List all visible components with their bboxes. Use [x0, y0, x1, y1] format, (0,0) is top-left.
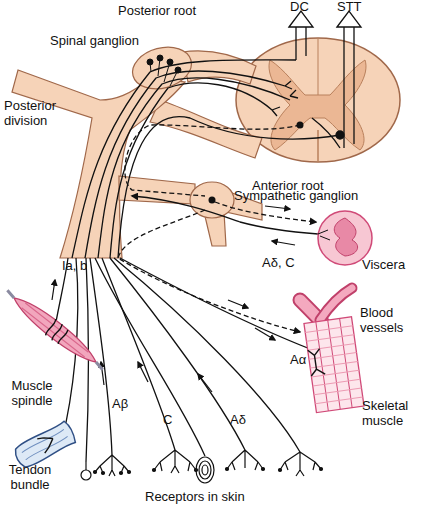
- label-text: Posterior root: [118, 3, 196, 18]
- skin-receptors: [320, 468, 323, 471]
- label-text: Aδ: [230, 412, 246, 427]
- tract-arrows: [295, 26, 296, 60]
- skin-receptors: [196, 457, 214, 483]
- label-text: Aβ: [112, 396, 128, 411]
- skin-receptors: [279, 469, 282, 472]
- label-text: DC: [290, 0, 309, 14]
- skin-receptors: [85, 462, 86, 470]
- label-text: Tendon bundle: [0, 462, 60, 492]
- skeletal-muscle: [304, 317, 364, 413]
- skin-receptors: [202, 465, 208, 475]
- direction-arrows: [272, 241, 295, 245]
- skin-receptors: [195, 469, 198, 472]
- skin-receptors: [81, 450, 323, 483]
- nerve-fibers: [336, 131, 344, 139]
- ganglion-cells: [158, 58, 160, 76]
- label-text: Muscle spindle: [0, 378, 64, 408]
- nerve-fibers: [98, 78, 290, 258]
- muscle-spindle: [44, 319, 69, 344]
- label-text: Blood vessels: [360, 305, 416, 335]
- muscle-spindle: [22, 303, 89, 357]
- autonomic-fibers: [118, 125, 316, 332]
- tendon-bundle: [37, 432, 57, 453]
- tract-arrows: [305, 26, 306, 56]
- tract-arrows: [312, 118, 340, 148]
- skin-receptors: [81, 470, 91, 480]
- viscera-organ: [318, 230, 330, 240]
- direction-arrows: [52, 206, 295, 392]
- ganglion-cells: [147, 55, 181, 86]
- label-text: Spinal ganglion: [50, 33, 139, 48]
- nerve-fibers: [272, 81, 298, 116]
- tendon-bundle: [21, 429, 68, 459]
- muscle-spindle: [5, 290, 105, 369]
- label-text: Receptors in skin: [145, 489, 245, 504]
- peripheral-fibers: [114, 258, 300, 452]
- tract-arrows: [289, 11, 361, 148]
- skin-receptors: [94, 468, 323, 475]
- ganglion-cells: [170, 70, 178, 86]
- peripheral-fibers: [110, 258, 245, 450]
- muscle-spindle: [0, 285, 109, 376]
- label-text: Ia, b: [62, 258, 87, 273]
- label-text: Aδ, C: [262, 255, 295, 270]
- skin-receptors: [153, 469, 156, 472]
- direction-arrows: [255, 328, 275, 340]
- skin-receptors: [154, 450, 196, 473]
- direction-arrows: [138, 362, 148, 382]
- nerve-fibers: [110, 83, 272, 258]
- muscle-spindle: [9, 291, 101, 368]
- skin-receptors: [226, 468, 229, 471]
- sympathetic-ganglion: [119, 176, 262, 246]
- viscera-organ: [318, 211, 372, 265]
- ganglion-cells: [150, 62, 151, 72]
- blood-vessels: [320, 288, 352, 320]
- skin-receptors: [95, 455, 129, 476]
- skin-receptors: [199, 461, 211, 479]
- peripheral-fibers: [120, 258, 318, 352]
- skin-receptors: [280, 452, 321, 476]
- skeletal-muscle: [305, 326, 363, 404]
- peripheral-fibers: [102, 258, 175, 450]
- autonomic-cells: [297, 122, 304, 129]
- skin-receptors: [102, 472, 105, 475]
- direction-arrows: [228, 300, 248, 308]
- tract-arrows: [353, 26, 354, 144]
- direction-arrows: [101, 362, 104, 385]
- skin-receptors: [94, 471, 97, 474]
- blood-vessels: [320, 288, 352, 320]
- label-text: Posterior division: [4, 98, 70, 128]
- viscera-organ: [334, 218, 357, 256]
- direction-arrows: [198, 374, 212, 392]
- skin-receptors: [227, 450, 263, 470]
- nerve-roots: [150, 100, 262, 158]
- label-text: STT: [337, 0, 362, 14]
- spinal-cord: [317, 130, 319, 162]
- label-text: C: [163, 412, 172, 427]
- nerve-fibers: [72, 60, 296, 258]
- skin-receptors: [262, 468, 265, 471]
- tract-arrows: [343, 26, 344, 148]
- label-text: Aα: [290, 352, 306, 367]
- skeletal-muscle: [308, 348, 325, 376]
- nerve-fibers: [72, 60, 344, 258]
- spinal-cord: [318, 38, 319, 95]
- skin-receptors: [128, 471, 131, 474]
- direction-arrows: [265, 206, 290, 209]
- skeletal-muscle: [304, 317, 364, 413]
- label-text: Viscera: [362, 257, 405, 272]
- nerve-fibers: [118, 117, 340, 258]
- label-text: Skeletal muscle: [362, 398, 428, 428]
- skin-receptors: [120, 472, 123, 475]
- viscera-organ: [318, 211, 372, 265]
- label-text: Sympathetic ganglion: [234, 188, 358, 203]
- direction-arrows: [52, 280, 55, 300]
- ganglion-cells: [164, 62, 170, 82]
- autonomic-cells: [209, 197, 216, 204]
- sympathetic-ganglion: [119, 176, 195, 204]
